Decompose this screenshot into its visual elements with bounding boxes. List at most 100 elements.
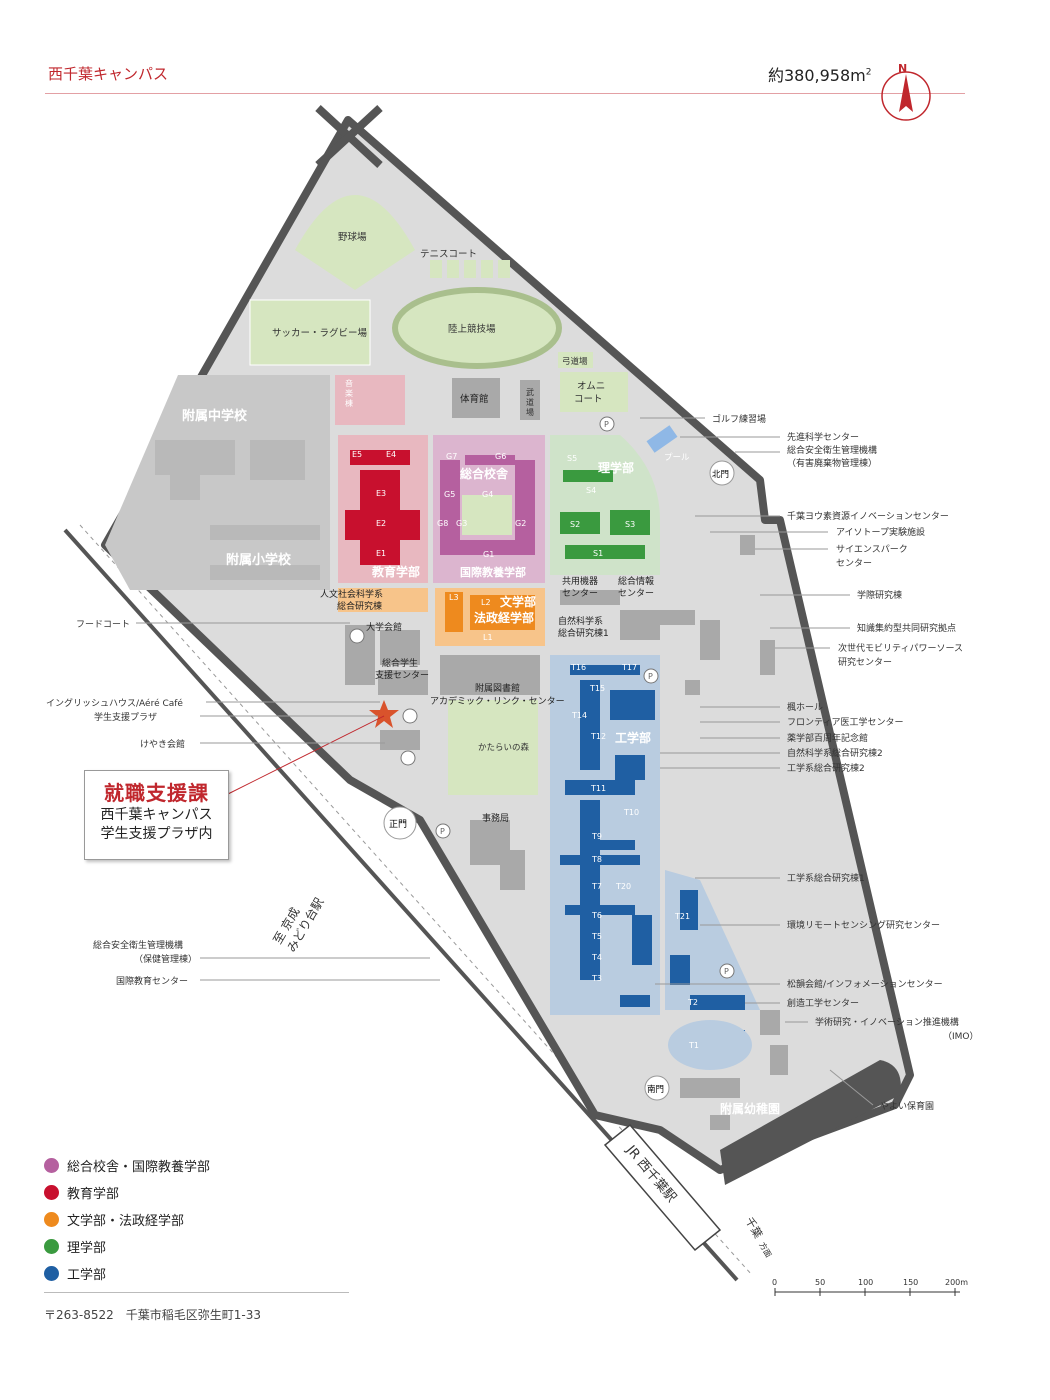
building-t20: T20: [615, 882, 631, 891]
building-t21: T21: [674, 912, 690, 921]
music-label-3: 棟: [345, 398, 353, 408]
scale-tick-50: 50: [815, 1278, 825, 1287]
info-label-1: 総合情報: [618, 575, 654, 587]
building-e3: E3: [376, 489, 386, 498]
plaza-label: 学生支援プラザ: [94, 711, 157, 723]
eng2-label: 工学系総合研究棟2: [787, 762, 865, 774]
baseball-field: [295, 195, 415, 290]
omni-court: [560, 372, 628, 412]
legend-item: 文学部・法政経学部: [44, 1206, 210, 1233]
frontier-label: フロンティア医工学センター: [787, 716, 903, 728]
right-annotations: ゴルフ練習場 先進科学センター 総合安全衛生管理機構 （有害廃棄物管理棟） 千葉…: [640, 413, 979, 1112]
building-t7: T7: [591, 882, 602, 891]
building-codes: E5 E4 E3 E2 E1 G7 G6 G5 G4 G8 G3 G2 G1 S…: [352, 450, 699, 1050]
building-s4: S4: [586, 486, 596, 495]
library-label-1: 附属図書館: [475, 682, 520, 694]
jr-station: JR 西千葉駅: [603, 1123, 722, 1252]
building-e1: E1: [376, 549, 386, 558]
svg-text:方面: 方面: [757, 1240, 774, 1259]
scale-tick-150: 150: [903, 1278, 918, 1287]
scale-tick-0: 0: [772, 1278, 777, 1287]
iodine-label: 千葉ヨウ素資源イノベーションセンター: [787, 510, 949, 522]
building-t10: T10: [623, 808, 639, 817]
knowledge-label: 知識集約型共同研究拠点: [857, 622, 956, 634]
building-g8: G8: [437, 519, 448, 528]
omni-label-2: コート: [574, 394, 603, 405]
parking-icons: P P P P: [435, 416, 735, 979]
address-divider: [44, 1292, 349, 1293]
shared-label-2: センター: [562, 588, 598, 599]
track-label: 陸上競技場: [448, 323, 496, 335]
golf-label: ゴルフ練習場: [712, 413, 766, 425]
budo-label-2: 道: [526, 397, 534, 407]
legend-item: 工学部: [44, 1260, 210, 1287]
building-s3: S3: [625, 520, 635, 529]
pool-label: プール: [664, 453, 690, 463]
humanities-label-1: 人文社会科学系: [320, 588, 383, 600]
remote-label: 環境リモートセンシング研究センター: [787, 919, 940, 931]
callout-line1: 西千葉キャンパス: [100, 807, 213, 823]
building-t17: T17: [621, 663, 637, 672]
career-office-star-icon: [369, 700, 399, 728]
building-t3: T3: [591, 974, 602, 983]
kaede-label: 楓ホール: [787, 701, 823, 713]
letters-label: 文学部: [500, 594, 536, 609]
legend-dot-icon: [44, 1185, 59, 1200]
chiba-direction: 千葉 方面: [742, 1215, 774, 1260]
legend-item: 総合校舎・国際教養学部: [44, 1152, 210, 1179]
legend-item: 教育学部: [44, 1179, 210, 1206]
legend-dot-icon: [44, 1239, 59, 1254]
building-g5: G5: [444, 490, 455, 499]
scale-bar: 0 50 100 150 200m: [772, 1278, 968, 1296]
pool: [646, 425, 678, 453]
south-gate-label: 南門: [647, 1084, 664, 1095]
building-g4: G4: [482, 490, 493, 499]
forest-area: [448, 700, 538, 795]
gym-label: 体育館: [460, 393, 489, 405]
faculty-legend: 総合校舎・国際教養学部 教育学部 文学部・法政経学部 理学部 工学部: [44, 1152, 210, 1287]
legend-dot-icon: [44, 1212, 59, 1227]
building-t16: T16: [570, 663, 586, 672]
svg-text:千葉: 千葉: [742, 1215, 765, 1241]
building-l2: L2: [481, 598, 491, 607]
es-label: 附属小学校: [226, 552, 292, 568]
english-house-label: イングリッシュハウス/Aéré Café: [46, 697, 183, 709]
building-t15: T15: [589, 684, 605, 693]
building-g6: G6: [495, 452, 506, 461]
university-hall-label: 大学会館: [366, 621, 402, 633]
archery-range: [558, 352, 593, 368]
office-label: 事務局: [482, 812, 509, 824]
natsci-label-1: 自然科学系: [558, 615, 603, 627]
humanities-label-2: 総合研究棟: [337, 600, 382, 612]
building-g1: G1: [483, 550, 494, 559]
mobility-label-1: 次世代モビリティパワーソース: [838, 642, 963, 654]
sozo-label: 創造工学センター: [787, 997, 859, 1009]
tennis-courts: [430, 260, 510, 278]
scale-tick-100: 100: [858, 1278, 873, 1287]
shoin-label: 松韻会館/インフォメーションセンター: [787, 978, 943, 990]
letters-buildings: [445, 592, 535, 632]
health-label-1: 総合安全衛生管理機構: [93, 939, 183, 951]
law-label: 法政経学部: [474, 610, 534, 625]
library-label-2: アカデミック・リンク・センター: [430, 695, 565, 707]
building-t11: T11: [590, 784, 606, 793]
building-l1: L1: [483, 633, 493, 642]
intl-liberal-label: 国際教養学部: [460, 565, 526, 579]
building-s5: S5: [567, 454, 577, 463]
building-s2: S2: [570, 520, 580, 529]
safety-label-2: （有害廃棄物管理棟）: [787, 457, 877, 469]
building-t9: T9: [591, 832, 602, 841]
imo-label-1: 学術研究・イノベーション推進機構: [815, 1016, 959, 1028]
keisei-label: 至 京成 みどり台駅: [270, 895, 326, 954]
building-t1: T1: [688, 1041, 699, 1050]
legend-item: 理学部: [44, 1233, 210, 1260]
soccer-label: サッカー・ラグビー場: [272, 327, 368, 339]
track-field: [392, 287, 562, 369]
soccer-field: [249, 299, 371, 366]
career-office-callout: 就職支援課 西千葉キャンパス 学生支援プラザ内: [84, 770, 229, 860]
building-t4: T4: [591, 953, 602, 962]
keyaki-label: けやき会館: [140, 738, 185, 750]
building-t6: T6: [591, 911, 602, 920]
general-label: 総合校舎: [460, 466, 509, 481]
